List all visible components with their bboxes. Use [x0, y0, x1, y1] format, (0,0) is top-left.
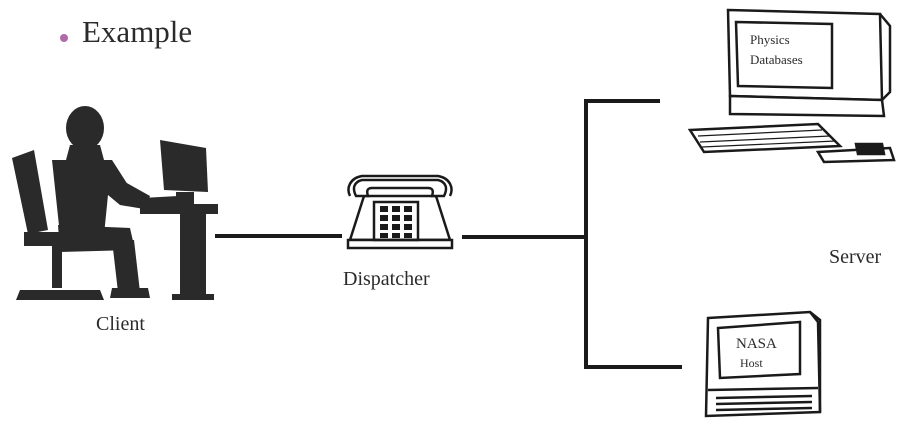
person-at-computer-icon — [12, 106, 218, 300]
physics-screen-line1: Physics — [750, 32, 790, 47]
connection-lines — [215, 99, 682, 369]
nasa-screen-line2: Host — [740, 356, 763, 370]
telephone-icon — [346, 174, 454, 250]
physics-screen-line2: Databases — [750, 52, 803, 67]
server-label: Server — [829, 246, 882, 268]
slide-heading: Example — [82, 14, 193, 49]
macintosh-computer-icon — [704, 310, 822, 418]
client-label: Client — [96, 313, 145, 335]
dispatcher-label: Dispatcher — [343, 268, 430, 290]
desktop-computer-icon — [687, 8, 896, 164]
bullet-point — [60, 34, 68, 42]
nasa-screen-line1: NASA — [736, 336, 777, 352]
